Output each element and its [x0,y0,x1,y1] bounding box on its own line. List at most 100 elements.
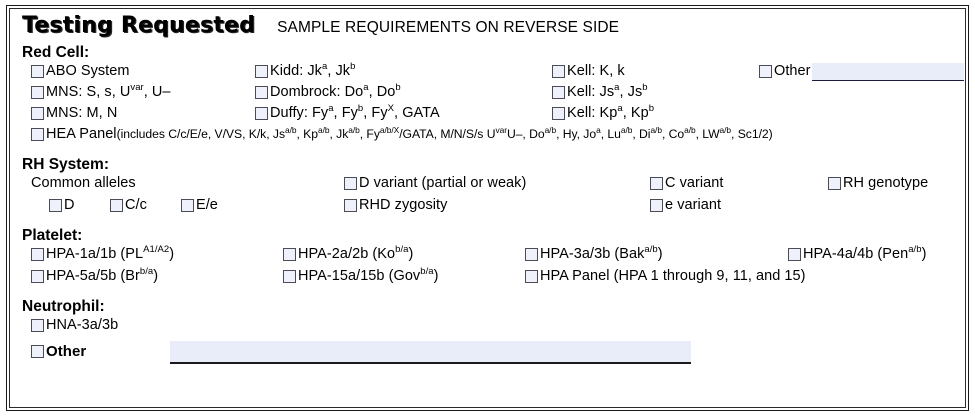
sample-requirements-note: SAMPLE REQUIREMENTS ON REVERSE SIDE [277,19,620,36]
checkbox-icon[interactable] [283,248,296,261]
red-cell-row-2: MNS: S, s, Uvar, U– Dombrock: Doa, Dob K… [22,83,957,104]
checkbox-label: e variant [665,197,722,213]
other-bottom-row: Other [22,340,957,366]
checkbox-icon[interactable] [31,319,44,332]
checkbox-icon[interactable] [828,177,841,190]
form-header: Testing Requested SAMPLE REQUIREMENTS ON… [22,13,957,41]
checkbox-icon[interactable] [31,248,44,261]
checkbox-icon[interactable] [759,65,772,78]
checkbox-item-mns-mn[interactable]: MNS: M, N [31,104,117,123]
red-cell-row-3: MNS: M, N Duffy: Fya, Fyb, FyX, GATA Kel… [22,104,957,125]
checkbox-label: HPA-2a/2b (Kob/a) [298,244,414,262]
checkbox-label: ABO System [46,63,130,79]
checkbox-icon[interactable] [255,107,268,120]
checkbox-icon[interactable] [552,107,565,120]
checkbox-label: MNS: M, N [46,105,118,121]
red-cell-row-hea: HEA Panel (includes C/c/E/e, V/VS, K/k, … [22,125,957,147]
checkbox-icon[interactable] [552,65,565,78]
checkbox-icon[interactable] [181,199,194,212]
checkbox-item-allele-d[interactable]: D [49,196,75,215]
checkbox-icon[interactable] [110,199,123,212]
checkbox-item-allele-ee[interactable]: E/e [181,196,218,215]
checkbox-icon[interactable] [31,107,44,120]
checkbox-label: D [64,197,75,213]
section-heading-rh-system: RH System: [22,156,109,173]
checkbox-label: Other [774,63,811,79]
checkbox-item-hpa-panel[interactable]: HPA Panel (HPA 1 through 9, 11, and 15) [525,267,806,286]
checkbox-icon[interactable] [525,270,538,283]
checkbox-icon[interactable] [650,177,663,190]
checkbox-item-hpa-15a15b[interactable]: HPA-15a/15b (Govb/a) [283,267,438,286]
checkbox-label: HPA Panel (HPA 1 through 9, 11, and 15) [540,268,806,284]
checkbox-icon[interactable] [31,86,44,99]
checkbox-item-hpa-4a4b[interactable]: HPA-4a/4b (Pena/b) [788,245,926,264]
checkbox-item-other-bottom[interactable]: Other [31,342,86,361]
checkbox-label: RH genotype [843,175,929,191]
checkbox-item-rh-genotype[interactable]: RH genotype [828,174,928,193]
checkbox-label: HEA Panel [46,126,117,142]
checkbox-item-hea-panel[interactable]: HEA Panel (includes C/c/E/e, V/VS, K/k, … [31,125,773,144]
section-heading-red-cell: Red Cell: [22,44,90,61]
checkbox-item-hpa-3a3b[interactable]: HPA-3a/3b (Baka/b) [525,245,663,264]
checkbox-label: RHD zygosity [359,197,448,213]
checkbox-label: HPA-3a/3b (Baka/b) [540,244,663,262]
other-red-cell-input[interactable] [811,62,964,81]
page-title: Testing Requested [22,13,256,38]
form-inner-border: Testing Requested SAMPLE REQUIREMENTS ON… [9,8,966,408]
checkbox-icon[interactable] [31,270,44,283]
checkbox-icon[interactable] [31,128,44,141]
checkbox-label: Kell: Kpa, Kpb [567,103,655,121]
checkbox-label: HPA-4a/4b (Pena/b) [803,244,927,262]
checkbox-item-kell-js[interactable]: Kell: Jsa, Jsb [552,83,648,102]
checkbox-item-e-variant[interactable]: e variant [650,196,721,215]
checkbox-item-kell-k[interactable]: Kell: K, k [552,62,625,81]
other-bottom-input[interactable] [170,341,691,364]
checkbox-icon[interactable] [31,345,44,358]
rh-row-1: Common alleles D variant (partial or wea… [22,174,957,196]
checkbox-item-duffy[interactable]: Duffy: Fya, Fyb, FyX, GATA [255,104,440,123]
checkbox-item-other-red-cell[interactable]: Other [759,62,964,81]
checkbox-item-kidd[interactable]: Kidd: Jka, Jkb [255,62,355,81]
checkbox-item-allele-cc[interactable]: C/c [110,196,147,215]
checkbox-icon[interactable] [344,177,357,190]
checkbox-label: Kell: K, k [567,63,625,79]
section-heading-platelet: Platelet: [22,227,83,244]
checkbox-icon[interactable] [788,248,801,261]
checkbox-label: Dombrock: Doa, Dob [270,82,401,100]
checkbox-item-d-variant[interactable]: D variant (partial or weak) [344,174,526,193]
checkbox-icon[interactable] [283,270,296,283]
checkbox-label: C variant [665,175,724,191]
checkbox-icon[interactable] [255,65,268,78]
checkbox-label: MNS: S, s, Uvar, U– [46,82,171,100]
checkbox-label: HPA-1a/1b (PLA1/A2) [46,244,175,262]
checkbox-label: Kidd: Jka, Jkb [270,61,356,79]
checkbox-label: E/e [196,197,218,213]
platelet-row-2: HPA-5a/5b (Brb/a) HPA-15a/15b (Govb/a) H… [22,267,957,289]
checkbox-item-mns-ssu[interactable]: MNS: S, s, Uvar, U– [31,83,171,102]
checkbox-icon[interactable] [31,65,44,78]
checkbox-icon[interactable] [525,248,538,261]
common-alleles-label: Common alleles [31,175,136,191]
checkbox-item-hpa-1a1b[interactable]: HPA-1a/1b (PLA1/A2) [31,245,174,264]
checkbox-icon[interactable] [650,199,663,212]
checkbox-item-abo-system[interactable]: ABO System [31,62,130,81]
checkbox-icon[interactable] [344,199,357,212]
checkbox-icon[interactable] [49,199,62,212]
checkbox-item-rhd-zygosity[interactable]: RHD zygosity [344,196,447,215]
hea-panel-note: (includes C/c/E/e, V/VS, K/k, Jsa/b, Kpa… [116,124,773,141]
checkbox-item-c-variant[interactable]: C variant [650,174,723,193]
checkbox-icon[interactable] [255,86,268,99]
checkbox-item-dombrock[interactable]: Dombrock: Doa, Dob [255,83,401,102]
checkbox-item-hpa-2a2b[interactable]: HPA-2a/2b (Kob/a) [283,245,413,264]
checkbox-label: Kell: Jsa, Jsb [567,82,648,100]
red-cell-row-1: ABO System Kidd: Jka, Jkb Kell: K, k Oth… [22,62,964,83]
checkbox-icon[interactable] [552,86,565,99]
checkbox-item-hpa-5a5b[interactable]: HPA-5a/5b (Brb/a) [31,267,158,286]
checkbox-label: Duffy: Fya, Fyb, FyX, GATA [270,103,440,121]
checkbox-label: HPA-15a/15b (Govb/a) [298,266,439,284]
checkbox-item-kell-kp[interactable]: Kell: Kpa, Kpb [552,104,654,123]
platelet-row-1: HPA-1a/1b (PLA1/A2) HPA-2a/2b (Kob/a) HP… [22,245,957,267]
neutrophil-row-1: HNA-3a/3b [22,316,957,338]
checkbox-label: HPA-5a/5b (Brb/a) [46,266,159,284]
checkbox-item-hna-3a3b[interactable]: HNA-3a/3b [31,316,118,335]
